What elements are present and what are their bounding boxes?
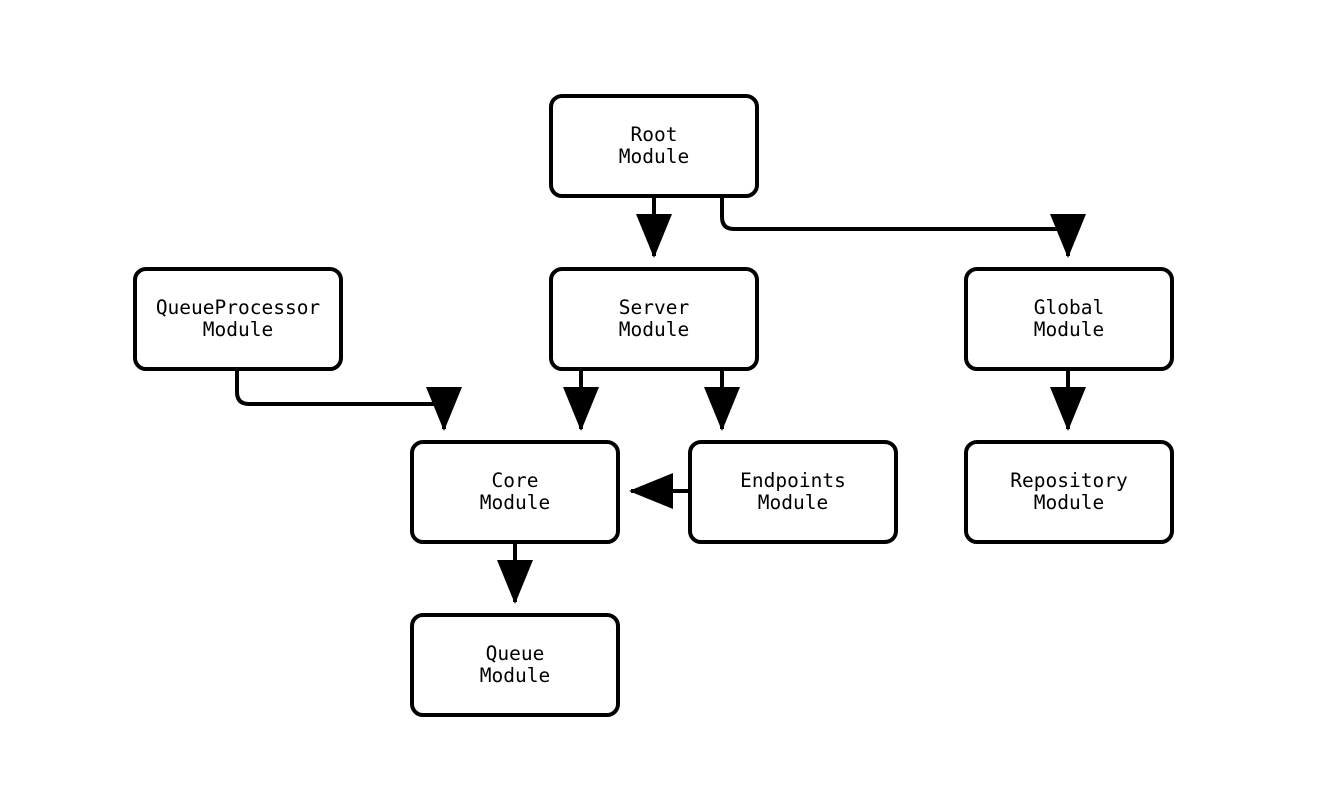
node-server-module-line1: Server (618, 296, 690, 319)
node-repository-module[interactable]: Repository Module (964, 440, 1174, 544)
node-queueprocessor-module-line1: QueueProcessor (155, 296, 321, 319)
node-root-module-line2: Module (618, 145, 690, 168)
node-endpoints-module-line1: Endpoints (740, 469, 846, 492)
edge-queueprocessor-to-core (235, 371, 462, 431)
node-queueprocessor-module[interactable]: QueueProcessor Module (133, 267, 343, 371)
node-queue-module-line1: Queue (485, 642, 545, 665)
node-queue-module[interactable]: Queue Module (410, 613, 620, 717)
node-server-module-line2: Module (618, 318, 690, 341)
node-global-module-line2: Module (1033, 318, 1105, 341)
node-core-module[interactable]: Core Module (410, 440, 620, 544)
node-root-module-line1: Root (630, 123, 678, 146)
node-repository-module-line2: Module (1033, 491, 1105, 514)
node-global-module[interactable]: Global Module (964, 267, 1174, 371)
node-endpoints-module-line2: Module (757, 491, 829, 514)
node-queue-module-line2: Module (479, 664, 551, 687)
node-root-module[interactable]: Root Module (549, 94, 759, 198)
node-core-module-line1: Core (491, 469, 539, 492)
node-repository-module-line1: Repository (1010, 469, 1128, 492)
node-core-module-line2: Module (479, 491, 551, 514)
edge-root-to-global (720, 198, 1086, 258)
node-server-module[interactable]: Server Module (549, 267, 759, 371)
node-queueprocessor-module-line2: Module (202, 318, 274, 341)
node-endpoints-module[interactable]: Endpoints Module (688, 440, 898, 544)
node-global-module-line1: Global (1033, 296, 1105, 319)
